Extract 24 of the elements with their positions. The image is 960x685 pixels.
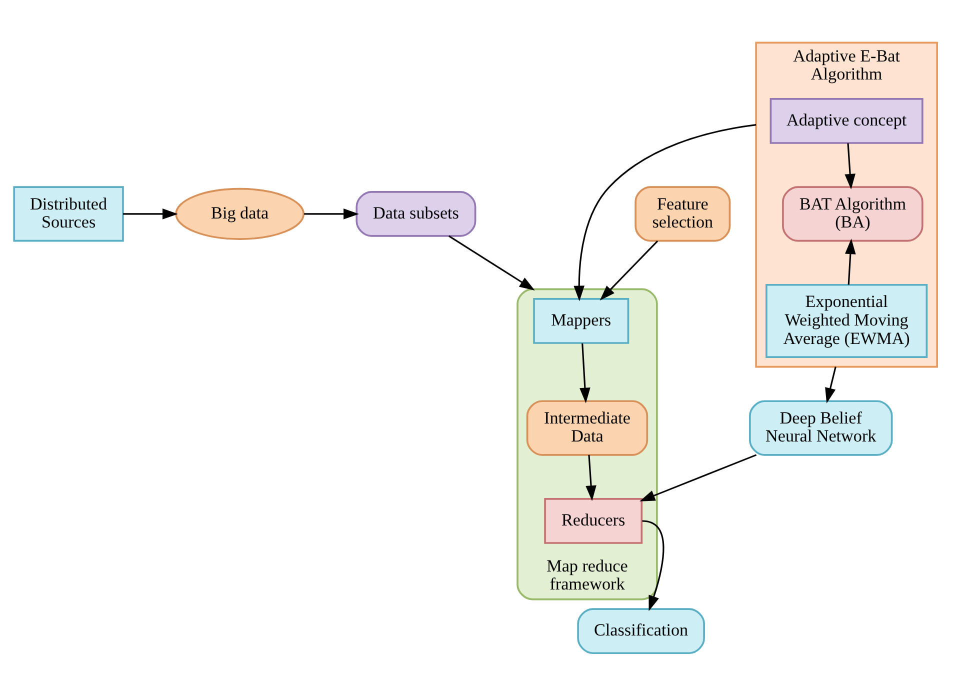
arrow bbox=[639, 454, 756, 501]
arrow bbox=[573, 124, 756, 301]
arrow bbox=[844, 142, 855, 189]
node-box: Feature selection bbox=[634, 186, 730, 242]
arrow bbox=[824, 366, 836, 403]
node-box: Deep Belief Neural Network bbox=[748, 400, 892, 456]
node-box: Classification bbox=[576, 608, 704, 654]
node-ellipse: Big data bbox=[174, 187, 304, 240]
node-box: Mappers bbox=[532, 298, 629, 344]
node-box: Reducers bbox=[544, 498, 642, 544]
arrow bbox=[579, 342, 590, 403]
arrow bbox=[599, 240, 658, 300]
node-box: Exponential Weighted Moving Average (EWMA) bbox=[765, 283, 928, 358]
arrow bbox=[642, 520, 664, 611]
node-box: Data subsets bbox=[355, 190, 476, 236]
arrow bbox=[448, 234, 534, 290]
arrow bbox=[585, 454, 596, 500]
node-box: Intermediate Data bbox=[526, 400, 648, 456]
arrow bbox=[304, 208, 358, 219]
node-box: BAT Algorithm (BA) bbox=[782, 186, 923, 242]
node-box: Distributed Sources bbox=[12, 186, 124, 242]
node-box: Adaptive concept bbox=[769, 98, 923, 144]
arrow bbox=[122, 208, 178, 219]
arrow bbox=[844, 238, 856, 284]
